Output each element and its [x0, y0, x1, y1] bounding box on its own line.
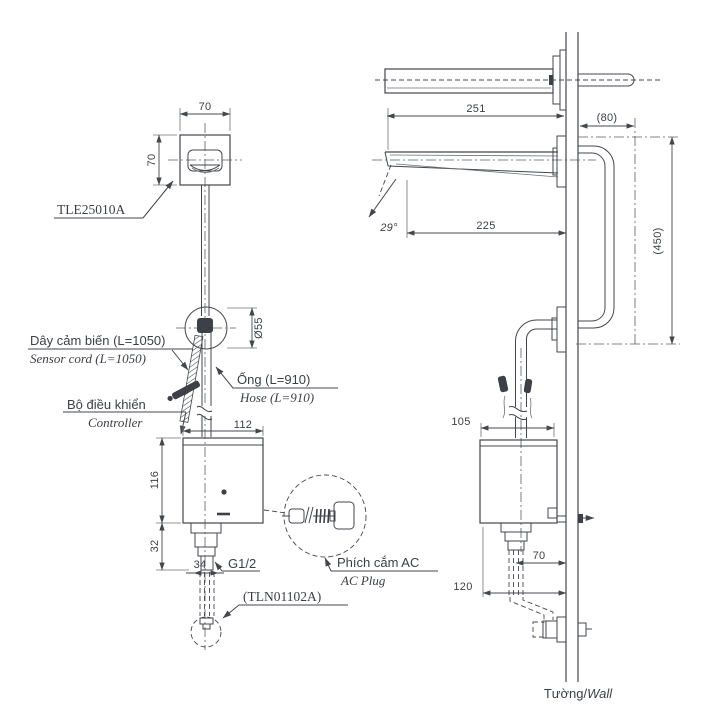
sensor-cord-label: Dây cảm biến (L=1050) Sensor cord (L=105…	[28, 333, 193, 371]
dim-controller-width: 112	[182, 419, 264, 436]
ac-plug-icon	[282, 501, 355, 530]
drop-pipe	[201, 185, 210, 316]
wall	[565, 32, 579, 682]
spray-angle: 29°	[368, 164, 398, 234]
dim-supply-offset: 70	[515, 550, 567, 566]
svg-text:251: 251	[466, 103, 485, 115]
svg-text:32: 32	[149, 540, 161, 553]
product-code-label: TLE25010A	[54, 180, 174, 219]
svg-text:Hose (L=910): Hose (L=910)	[239, 390, 314, 405]
controller-label: Bộ điều khiển Controller	[63, 397, 187, 435]
svg-text:34: 34	[194, 559, 207, 571]
wall-label: Tường/Wall	[544, 686, 613, 701]
svg-text:112: 112	[234, 419, 252, 431]
svg-text:70: 70	[199, 101, 212, 113]
svg-text:Ống (L=910): Ống (L=910)	[237, 372, 310, 387]
svg-text:Bộ điều khiển: Bộ điều khiển	[67, 397, 146, 412]
controller-front	[182, 437, 264, 524]
cord-clip-left	[497, 375, 509, 393]
svg-text:Phích cắm AC: Phích cắm AC	[337, 555, 419, 570]
dim-spout-length: 251	[386, 103, 565, 150]
ac-plug-label: Phích cắm AC AC Plug	[324, 555, 438, 588]
svg-text:105: 105	[451, 416, 470, 428]
side-view: 251 (80) (450) 29	[368, 32, 680, 701]
wall-valve	[542, 616, 592, 643]
cord-clip-right	[523, 378, 533, 394]
svg-text:Ø55: Ø55	[253, 317, 265, 339]
svg-text:225: 225	[476, 220, 495, 232]
dim-controller-height: 116	[149, 437, 181, 524]
svg-text:AC Plug: AC Plug	[340, 573, 386, 588]
controller-side	[479, 439, 595, 524]
hose-front	[196, 333, 216, 437]
dim-supply-drop: 120	[453, 527, 567, 597]
dim-behind-wall: (80)	[579, 112, 636, 344]
escutcheon	[176, 306, 236, 350]
svg-text:70: 70	[146, 154, 158, 167]
svg-text:TLE25010A: TLE25010A	[57, 202, 125, 217]
cord-connector	[167, 380, 201, 402]
dim-outlet-height: 32	[149, 522, 189, 571]
sensor-cord	[167, 334, 204, 423]
hose-label: Ống (L=910) Hose (L=910)	[215, 366, 338, 405]
outlet-fitting-front	[190, 522, 222, 571]
dim-spout-reach: 225	[406, 180, 567, 238]
svg-text:116: 116	[149, 471, 161, 489]
dim-plate-width: 70	[179, 101, 231, 131]
svg-text:(450): (450)	[652, 227, 664, 254]
svg-text:(TLN01102A): (TLN01102A)	[243, 589, 321, 604]
dim-escutcheon: Ø55	[227, 307, 265, 349]
sensor-plate	[168, 134, 242, 186]
spout-side-angled	[384, 135, 567, 188]
spout-side-top	[375, 49, 662, 111]
dim-controller-depth: 105	[451, 416, 555, 437]
dim-height-ref: (450)	[652, 136, 675, 345]
hose-loop-behind-wall	[578, 145, 615, 329]
thread-label: G1/2	[214, 556, 260, 572]
controller-led	[221, 489, 227, 495]
mounting-screw	[578, 514, 583, 523]
drain-connection	[190, 572, 222, 648]
drain-code-label: (TLN01102A)	[222, 589, 348, 619]
svg-text:Sensor cord (L=1050): Sensor cord (L=1050)	[30, 351, 146, 366]
outlet-fitting-side	[500, 522, 532, 597]
hose-side	[497, 319, 557, 552]
svg-text:120: 120	[453, 581, 472, 593]
svg-text:70: 70	[533, 550, 546, 562]
svg-text:Controller: Controller	[88, 415, 143, 430]
svg-text:29°: 29°	[379, 222, 398, 234]
ac-plug-detail	[263, 474, 367, 558]
supply-route-dashed	[509, 597, 554, 638]
svg-text:(80): (80)	[597, 112, 618, 124]
svg-text:G1/2: G1/2	[228, 556, 256, 571]
cord-hub	[197, 318, 213, 333]
front-view: 70 70 TLE25010A	[28, 101, 438, 650]
svg-text:Dây cảm biến (L=1050): Dây cảm biến (L=1050)	[30, 333, 166, 348]
